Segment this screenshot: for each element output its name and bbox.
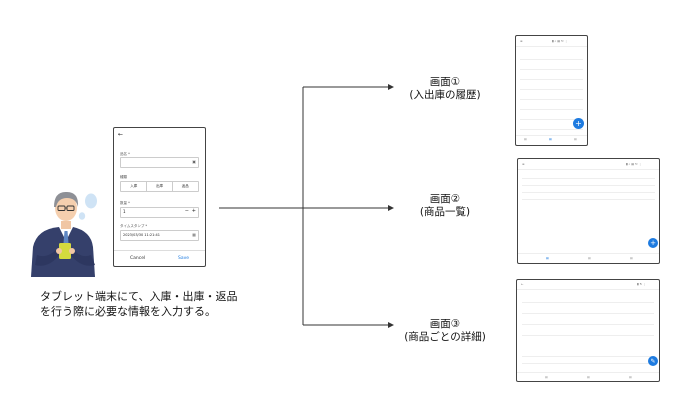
field1-label: 品名 * <box>120 152 130 156</box>
qty-value: 1 <box>123 209 126 214</box>
calendar-icon: ▦ <box>192 232 196 237</box>
screen-2-thumbnail: ≡ ▮ ⌕ ▤ ↻ ⋮ + ▤ ▤ ▤ <box>517 158 660 264</box>
type-option-return[interactable]: 返品 <box>181 184 189 188</box>
detail-history-table <box>522 350 654 370</box>
type-option-out[interactable]: 出庫 <box>146 182 173 191</box>
screen-1-subtitle: (入出庫の履歴) <box>409 89 481 101</box>
screen-2-subtitle: (商品一覧) <box>419 206 471 218</box>
screen-1-title: 画面① <box>429 76 461 88</box>
cancel-button[interactable]: Cancel <box>130 256 146 261</box>
timestamp-label: タイムスタンプ * <box>120 224 148 228</box>
minus-button[interactable]: − <box>184 208 189 214</box>
screen-3-thumbnail: ← ▮ ↻ ⋮ ✎ ▤ ▤ ▤ <box>516 279 660 382</box>
screen-2-title: 画面② <box>429 193 461 205</box>
person-illustration <box>31 191 97 277</box>
history-list <box>520 50 583 130</box>
caption-line-2: を行う際に必要な情報を入力する。 <box>40 305 216 318</box>
screen-3-title: 画面③ <box>429 318 461 330</box>
type-option-in[interactable]: 入庫 <box>130 184 138 188</box>
add-fab-icon[interactable]: + <box>648 238 658 248</box>
save-button[interactable]: Save <box>178 256 190 261</box>
back-arrow-icon[interactable]: ← <box>118 131 124 138</box>
screen-1-label: 画面① (入出庫の履歴) <box>405 76 485 102</box>
type-segment[interactable]: 入庫 出庫 返品 <box>120 181 199 192</box>
field1-input[interactable]: ▣ <box>120 157 199 168</box>
plus-button[interactable]: + <box>191 208 196 214</box>
caption-line-1: タブレット端末にて、入庫・出庫・返品 <box>40 290 238 303</box>
timestamp-value: 2023/03/30 11:21:41 <box>123 232 161 237</box>
thought-bubble-icon <box>85 193 97 209</box>
tablet-icon <box>59 243 71 259</box>
screen-3-label: 画面③ (商品ごとの詳細) <box>395 318 495 344</box>
qty-stepper[interactable]: 1 − + <box>120 207 199 218</box>
detail-fields <box>522 292 654 336</box>
qty-label: 数量 * <box>120 201 130 205</box>
caption: タブレット端末にて、入庫・出庫・返品 を行う際に必要な情報を入力する。 <box>40 289 237 319</box>
screen-2-label: 画面② (商品一覧) <box>405 193 485 219</box>
product-table <box>522 172 655 200</box>
timestamp-input[interactable]: 2023/03/30 11:21:41 ▦ <box>120 230 199 241</box>
add-fab-icon[interactable]: + <box>573 118 584 129</box>
screen-1-thumbnail: ≡ ▮ ⌕ ▤ ↻ ⋮ + ▤ ▤ ▤ <box>515 35 588 146</box>
type-label: 種類 <box>120 175 127 179</box>
calendar-icon: ▣ <box>192 159 196 164</box>
screen-3-subtitle: (商品ごとの詳細) <box>404 331 486 343</box>
input-form-tablet: ← 品名 * ▣ 種類 入庫 出庫 返品 数量 * 1 − + タイムスタンプ … <box>113 127 206 267</box>
edit-fab-icon[interactable]: ✎ <box>648 356 658 366</box>
